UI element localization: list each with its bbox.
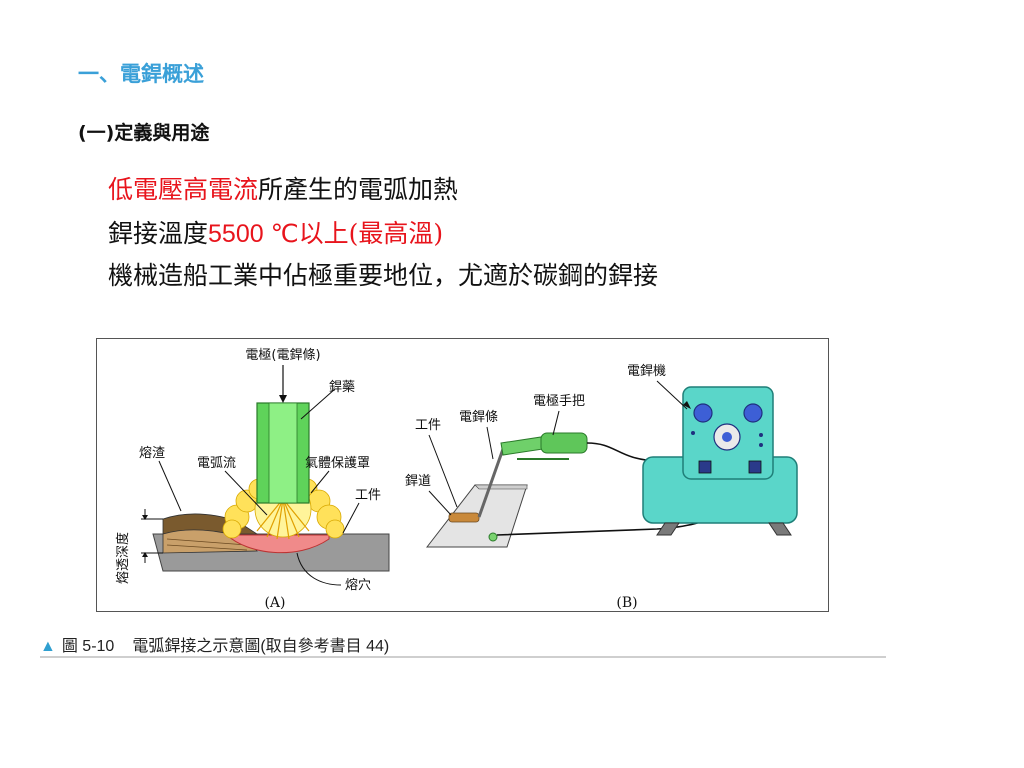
label-molten-pool: 熔穴 — [345, 578, 371, 593]
bullet-line-1: 低電壓高電流所產生的電弧加熱 — [108, 170, 458, 206]
label-electrode: 電極(電銲條) — [245, 347, 320, 363]
label-electrode-b: 電銲條 — [459, 410, 498, 425]
label-penetration-depth: 熔透深度 — [115, 532, 131, 584]
welding-diagram: 電極(電銲條) 銲藥 熔渣 電弧流 氣體保護罩 工件 熔透深度 — [115, 347, 798, 611]
caption-rule — [40, 656, 886, 658]
line2-temperature: 5500 ℃ — [208, 220, 299, 248]
panel-b-weld-bead — [448, 512, 480, 523]
line2-suffix: 以上(最高溫) — [298, 219, 444, 248]
label-arc-stream: 電弧流 — [197, 456, 236, 471]
subsection-title: (一)定義與用途 — [78, 122, 210, 144]
label-electrode-holder: 電極手把 — [533, 393, 585, 409]
section-title: 一、電銲概述 — [78, 62, 204, 86]
ground-clamp — [488, 532, 498, 542]
panel-a: 電極(電銲條) 銲藥 熔渣 電弧流 氣體保護罩 工件 熔透深度 — [115, 347, 390, 611]
caption-text: 電弧銲接之示意圖(取自參考書目 44) — [132, 638, 390, 655]
figure-frame: 電極(電銲條) 銲藥 熔渣 電弧流 氣體保護罩 工件 熔透深度 — [96, 338, 829, 612]
label-welder-machine: 電銲機 — [627, 364, 666, 379]
panel-b-label: (B) — [616, 595, 637, 611]
label-workpiece-b: 工件 — [415, 418, 441, 433]
label-weld-bead: 銲道 — [405, 474, 431, 489]
panel-b: 電銲機 電極手把 工件 電銲條 銲道 (B) — [405, 364, 798, 611]
label-shield-gas: 氣體保護罩 — [305, 455, 370, 471]
bullet-line-3: 機械造船工業中佔極重要地位，尤適於碳鋼的銲接 — [108, 261, 659, 290]
line1-highlight: 低電壓高電流 — [108, 175, 259, 204]
arc-stream-rays — [256, 498, 310, 540]
label-slag: 熔渣 — [139, 446, 165, 461]
line2-prefix: 銲接溫度 — [108, 219, 209, 248]
panel-b-electrode — [477, 448, 505, 518]
panel-a-label: (A) — [264, 595, 285, 611]
line1-text: 所產生的電弧加熱 — [258, 175, 459, 204]
molten-pool — [225, 534, 330, 554]
electrode-holder — [500, 436, 544, 456]
label-flux: 銲藥 — [329, 380, 355, 395]
caption-number: 圖 5-10 — [61, 638, 115, 655]
label-workpiece-a: 工件 — [355, 488, 381, 503]
figure-caption: ▲ 圖 5-10 電弧銲接之示意圖(取自參考書目 44) — [40, 632, 389, 656]
bullet-line-2: 銲接溫度5500 ℃以上(最高溫) — [108, 214, 443, 250]
caption-triangle-icon: ▲ — [40, 638, 56, 655]
